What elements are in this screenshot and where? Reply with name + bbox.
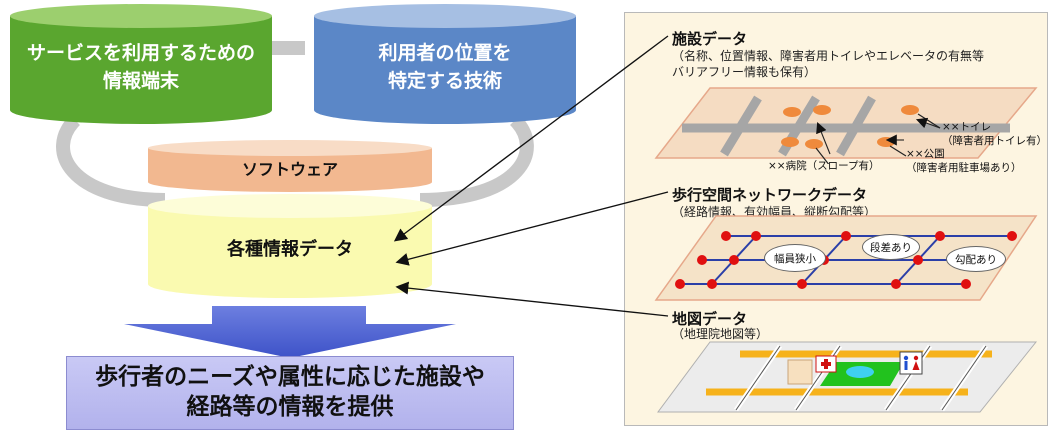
hospital-pointer (816, 121, 831, 155)
map-layer (657, 341, 1038, 413)
network-node (1007, 231, 1017, 241)
terminal-cylinder (10, 4, 272, 124)
result-box: 歩行者のニーズや属性に応じた施設や経路等の情報を提供 (66, 356, 514, 430)
facility-marker (783, 107, 801, 117)
narrow-bubble: 幅員狭小 (764, 244, 826, 272)
network-arrow (395, 191, 669, 266)
network-node (891, 279, 901, 289)
network-node (751, 231, 761, 241)
facility-arrow (393, 35, 669, 242)
facility-marker (901, 105, 919, 115)
slope-bubble: 勾配あり (946, 246, 1006, 272)
facility-desc-2: バリアフリー情報も保有） (672, 65, 817, 79)
network-node (935, 231, 945, 241)
toilet-icon (899, 351, 923, 375)
hospital-icon (815, 355, 837, 373)
map-desc: （地理院地図等） (672, 327, 769, 341)
network-node (841, 231, 851, 241)
network-node (797, 279, 807, 289)
hospital-label: ××病院（スロープ有） (768, 160, 880, 172)
network-node (729, 255, 739, 265)
map-title: 地図データ (672, 310, 748, 328)
toilet-pointer (915, 117, 941, 129)
park-label: ××公園（障害者用駐車場あり） (906, 148, 1022, 174)
facility-marker (813, 105, 831, 115)
network-node (961, 279, 971, 289)
network-node (675, 279, 685, 289)
facility-title: 施設データ (672, 30, 748, 48)
facility-marker (805, 139, 823, 149)
data-cylinder (148, 194, 432, 298)
facility-desc-1: （名称、位置情報、障害者用トイレやエレベータの有無等 (672, 49, 985, 63)
facility-marker (781, 137, 799, 147)
down-arrow-icon (124, 306, 456, 358)
location-label: 利用者の位置を特定する技術 (378, 42, 512, 92)
terminal-label: サービスを利用するための情報端末 (26, 42, 255, 92)
software-label: ソフトウェア (241, 160, 338, 180)
network-node (707, 279, 717, 289)
toilet-label: ××トイレ（障害者用トイレ有） (942, 121, 1047, 147)
network-node (721, 231, 731, 241)
software-cylinder (148, 140, 432, 192)
map-arrow (395, 281, 669, 317)
network-node (697, 255, 707, 265)
data-label: 各種情報データ (227, 238, 353, 260)
network-title: 歩行空間ネットワークデータ (672, 186, 868, 204)
step-bubble: 段差あり (862, 234, 920, 260)
facility-map-layer (654, 87, 1038, 164)
location-cylinder (314, 4, 576, 124)
network-node (913, 255, 923, 265)
